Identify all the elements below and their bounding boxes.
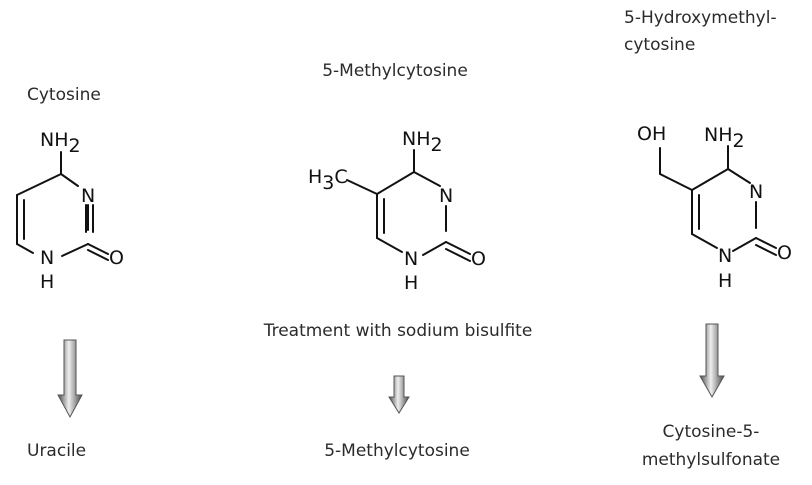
- methylcytosine-arrow-icon: [388, 375, 410, 414]
- cytosine-title: Cytosine: [27, 85, 101, 105]
- methylcytosine-product: 5-Methylcytosine: [324, 441, 470, 461]
- methylcytosine-atom-h: H: [404, 272, 418, 294]
- cytosine-atom-n1: N: [40, 247, 54, 269]
- hydroxymethylcytosine-atom-nh2: NH2: [704, 124, 745, 152]
- cytosine-bonds: [16, 151, 109, 261]
- methylcytosine-atom-ch3: H3C: [308, 166, 348, 194]
- hydroxymethylcytosine-atom-h: H: [718, 270, 732, 292]
- methylcytosine-atom-n3: N: [439, 185, 453, 207]
- methylcytosine-atom-n1: N: [404, 248, 418, 270]
- treatment-label: Treatment with sodium bisulfite: [263, 321, 533, 341]
- cytosine-product: Uracile: [27, 441, 87, 461]
- cytosine-atom-h: H: [40, 271, 54, 293]
- hydroxymethylcytosine-bonds: [659, 145, 777, 256]
- hydroxymethylcytosine-atom-n1: N: [718, 245, 732, 267]
- hydroxymethylcytosine-title-line2: cytosine: [624, 35, 696, 55]
- methylcytosine-atom-nh2: NH2: [402, 128, 443, 156]
- hydroxymethylcytosine-atom-n3: N: [749, 181, 763, 203]
- cytosine-arrow-icon: [57, 339, 83, 419]
- cytosine-atom-nh2: NH2: [40, 129, 81, 157]
- cytosine-atom-o: O: [109, 247, 124, 269]
- methylcytosine-bonds: [346, 149, 471, 262]
- methylcytosine-atom-o: O: [471, 248, 486, 270]
- cytosine-atom-n3: N: [81, 185, 95, 207]
- hydroxymethylcytosine-title-line1: 5-Hydroxymethyl-: [624, 8, 777, 28]
- hydroxymethylcytosine-arrow-icon: [699, 323, 725, 399]
- hydroxymethylcytosine-atom-o: O: [777, 242, 792, 264]
- methylcytosine-title: 5-Methylcytosine: [322, 61, 468, 81]
- hydroxymethylcytosine-atom-oh: OH: [637, 123, 666, 145]
- hydroxymethylcytosine-product-line1: Cytosine-5-: [662, 422, 760, 442]
- hydroxymethylcytosine-product-line2: methylsulfonate: [641, 450, 781, 470]
